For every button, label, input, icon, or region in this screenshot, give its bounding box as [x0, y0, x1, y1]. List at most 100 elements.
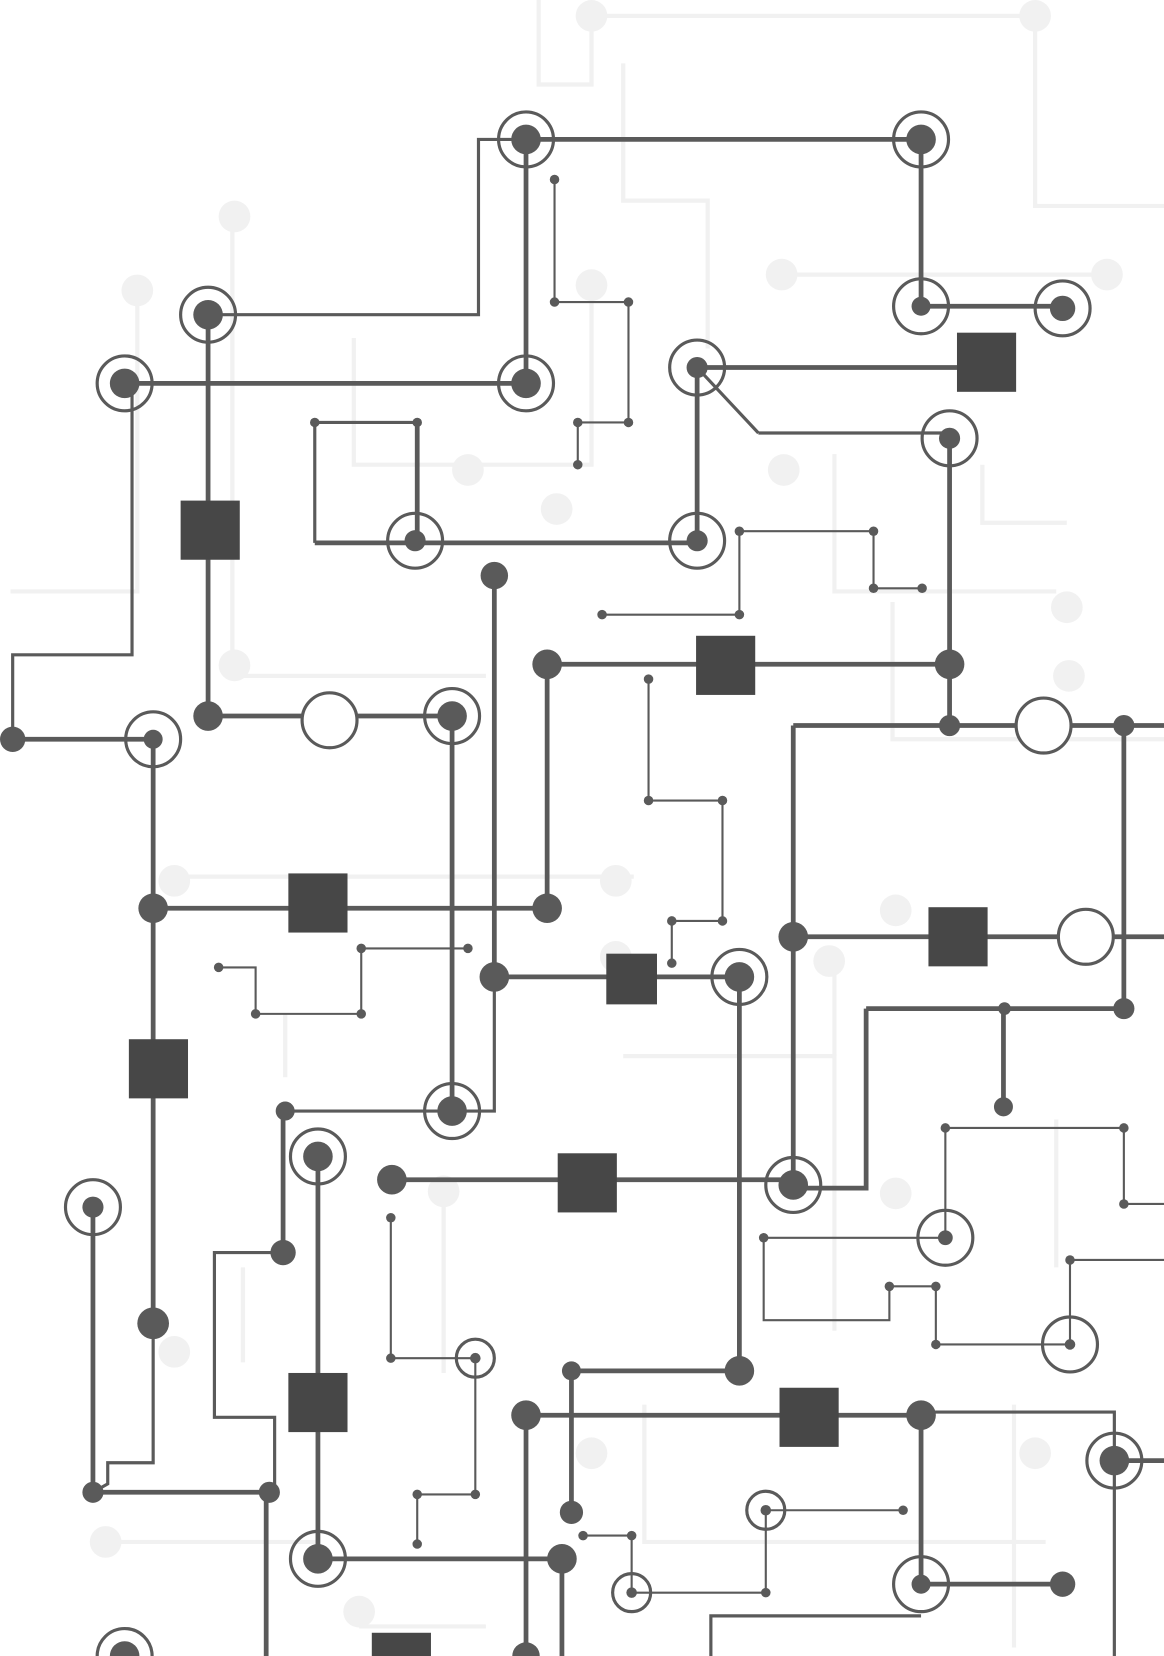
- ring-node-center: [437, 701, 467, 731]
- faint-trace: [642, 1404, 1046, 1545]
- ring-node-icon: [496, 110, 556, 169]
- ring-node-icon: [764, 1155, 823, 1215]
- empty-ring-icon: [300, 691, 359, 750]
- trace-medium: [285, 976, 496, 1113]
- ring-node-center: [778, 1170, 809, 1200]
- ring-node-center: [939, 427, 961, 449]
- faint-node: [1019, 0, 1051, 32]
- trace-thin: [553, 179, 630, 465]
- dot-node-icon: [931, 1281, 941, 1292]
- ring-node-icon: [288, 1529, 347, 1588]
- faint-node: [879, 1177, 912, 1210]
- dot-node-icon: [1119, 1123, 1129, 1133]
- trace-thin: [945, 1126, 1164, 1206]
- ring-node-icon: [892, 1555, 951, 1614]
- ring-node-icon: [63, 1178, 122, 1237]
- dot-node-icon: [356, 1009, 366, 1019]
- ring-node-center: [686, 530, 708, 552]
- ring-node-center: [109, 1641, 140, 1656]
- faint-trace: [890, 601, 1164, 742]
- ring-node-center: [82, 1196, 104, 1218]
- dot-node-icon: [138, 893, 168, 924]
- dot-node-icon: [934, 649, 965, 680]
- ring-node-icon: [288, 1127, 347, 1186]
- faint-node: [89, 1526, 122, 1558]
- ring-node-center: [143, 729, 163, 749]
- ring-node-icon: [668, 338, 727, 397]
- dot-node-icon: [193, 701, 223, 731]
- dot-node-icon: [758, 1233, 769, 1243]
- trace-thin: [739, 530, 923, 590]
- faint-node: [1050, 591, 1083, 624]
- dot-node-icon: [549, 297, 560, 307]
- dot-node-icon: [931, 1339, 941, 1350]
- ring-node-icon: [920, 409, 979, 468]
- trace-thin: [389, 1217, 477, 1545]
- dot-node-icon: [626, 1530, 637, 1541]
- dot-node-icon: [1113, 714, 1135, 737]
- ring-node-icon: [1033, 279, 1092, 338]
- faint-trace: [832, 454, 1057, 594]
- ring-node-icon: [124, 710, 183, 769]
- ring-node-icon: [892, 110, 951, 169]
- ring-node-icon: [496, 354, 556, 413]
- ring-node-icon: [95, 354, 154, 413]
- ring-node-center: [437, 1096, 467, 1126]
- ring-node-center: [404, 530, 426, 552]
- dot-node-icon: [470, 1489, 481, 1500]
- ring-node-icon: [454, 1337, 496, 1379]
- ring-node-center: [193, 299, 223, 330]
- faint-node: [765, 258, 798, 291]
- dot-node-icon: [356, 943, 366, 954]
- trace-medium: [695, 366, 760, 435]
- faint-node: [218, 649, 251, 682]
- dot-node-icon: [597, 609, 607, 620]
- dot-node-icon: [578, 1530, 588, 1541]
- ring-node-icon: [423, 1081, 482, 1141]
- dot-node-icon: [479, 962, 510, 992]
- dot-node-icon: [386, 1353, 396, 1363]
- dot-node-icon: [573, 417, 583, 428]
- dot-node-icon: [310, 417, 320, 428]
- ring-node-center: [937, 1230, 953, 1246]
- dot-node-icon: [270, 1239, 296, 1266]
- dot-node-icon: [137, 1307, 170, 1340]
- dot-node-icon: [549, 174, 560, 185]
- dot-node-icon: [511, 1400, 541, 1430]
- dot-node-icon: [643, 795, 654, 806]
- square-chip-icon: [779, 1387, 839, 1447]
- faint-node: [599, 864, 632, 897]
- ring-node-center: [760, 1504, 772, 1516]
- square-chip-icon: [371, 1632, 431, 1656]
- faint-trace: [980, 464, 1067, 525]
- square-chip-icon: [128, 1039, 189, 1099]
- dot-node-icon: [250, 1009, 261, 1019]
- ring-node-center: [686, 356, 708, 379]
- square-chip-icon: [928, 907, 988, 967]
- dot-node-icon: [412, 1489, 422, 1500]
- dot-node-icon: [275, 1101, 295, 1121]
- dot-node-icon: [547, 1544, 577, 1574]
- trace-medium: [212, 1250, 284, 1493]
- dot-node-icon: [717, 916, 728, 926]
- faint-node: [158, 864, 191, 897]
- square-chip-icon: [696, 635, 756, 695]
- faint-node: [1053, 660, 1085, 692]
- dot-node-icon: [0, 726, 26, 752]
- circuit-nodes: [0, 110, 1144, 1656]
- faint-trace: [623, 1054, 837, 1331]
- faint-node: [575, 1437, 608, 1470]
- ring-node-icon: [423, 687, 482, 746]
- faint-node: [452, 454, 484, 486]
- dot-node-icon: [643, 674, 654, 684]
- dot-node-icon: [532, 893, 562, 924]
- ring-node-center: [906, 124, 936, 155]
- dot-node-icon: [868, 583, 879, 594]
- ring-node-center: [470, 1352, 481, 1364]
- trace-thick: [793, 1008, 869, 1191]
- trace-medium: [921, 1410, 1116, 1656]
- dot-node-icon: [412, 417, 422, 428]
- dot-node-icon: [868, 526, 879, 536]
- square-chip-icon: [956, 332, 1017, 392]
